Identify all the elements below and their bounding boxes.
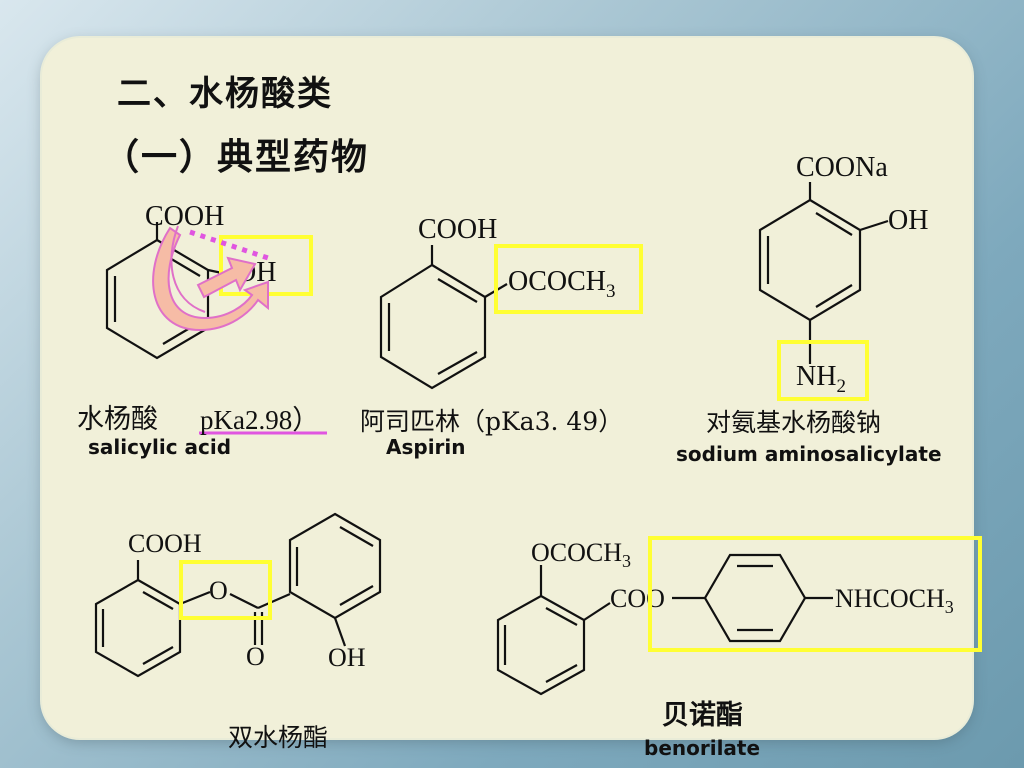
nhcoch3-group: NHCOCH3 bbox=[835, 584, 954, 617]
benorilate-en-label: benorilate bbox=[644, 736, 761, 760]
ester-oxygen: O bbox=[209, 576, 228, 605]
cooh-group: COOH bbox=[128, 529, 202, 558]
coona-group: COONa bbox=[796, 152, 888, 183]
ococh3-group: OCOCH3 bbox=[508, 266, 616, 302]
sodium-aminosalicylate-structure: COONa OH NH2 bbox=[758, 152, 928, 401]
highlight-box bbox=[179, 560, 272, 620]
nh2-group: NH2 bbox=[796, 361, 846, 397]
straight-arrow bbox=[196, 256, 257, 299]
benzene-ring bbox=[758, 198, 862, 322]
curved-arrow-outline bbox=[170, 225, 206, 313]
highlight-box bbox=[494, 244, 643, 314]
salsalate-structure: COOH O O OH bbox=[94, 512, 382, 678]
oh-group: OH bbox=[328, 643, 366, 672]
aspirin-en-label: Aspirin bbox=[386, 435, 466, 459]
sodium-aminosalicylate-cn-label: 对氨基水杨酸钠 bbox=[706, 408, 882, 437]
aspirin-structure: COOH OCOCH3 bbox=[379, 214, 643, 390]
benorilate-structure: OCOCH3 COO NHCOCH3 bbox=[496, 536, 982, 696]
coo-group: COO bbox=[610, 584, 665, 613]
benzene-ring-left bbox=[496, 594, 586, 696]
highlight-box bbox=[648, 536, 982, 652]
oh-group: OH bbox=[888, 205, 928, 236]
slide-subtitle: （一）典型药物 bbox=[103, 136, 370, 178]
salicylic-acid-structure: COOH OH bbox=[105, 201, 313, 360]
salicylic-acid-pka: pKa2.98） bbox=[200, 405, 320, 435]
sodium-aminosalicylate-en-label: sodium aminosalicylate bbox=[676, 442, 942, 466]
benzene-ring-right bbox=[703, 553, 807, 643]
benzene-ring bbox=[379, 263, 487, 390]
benzene-ring-left bbox=[94, 578, 182, 678]
benzene-ring-right bbox=[288, 512, 382, 620]
carbonyl-oxygen: O bbox=[246, 642, 265, 671]
ococh3-group: OCOCH3 bbox=[531, 538, 631, 571]
salicylic-acid-en-label: salicylic acid bbox=[88, 435, 232, 459]
aspirin-cn-label: 阿司匹林（pKa3. 49） bbox=[360, 407, 624, 436]
cooh-group: COOH bbox=[145, 201, 224, 232]
cooh-group: COOH bbox=[418, 214, 497, 245]
benorilate-cn-label: 贝诺酯 bbox=[662, 700, 743, 731]
slide-panel bbox=[42, 38, 972, 738]
curved-arrow bbox=[152, 226, 269, 332]
hydrogen-bond-dots bbox=[189, 229, 269, 261]
salsalate-cn-label: 双水杨酯 bbox=[228, 723, 329, 752]
highlight-box bbox=[777, 340, 869, 401]
salicylic-acid-cn-label: 水杨酸 bbox=[77, 404, 158, 435]
slide-title: 二、水杨酸类 bbox=[117, 74, 333, 114]
